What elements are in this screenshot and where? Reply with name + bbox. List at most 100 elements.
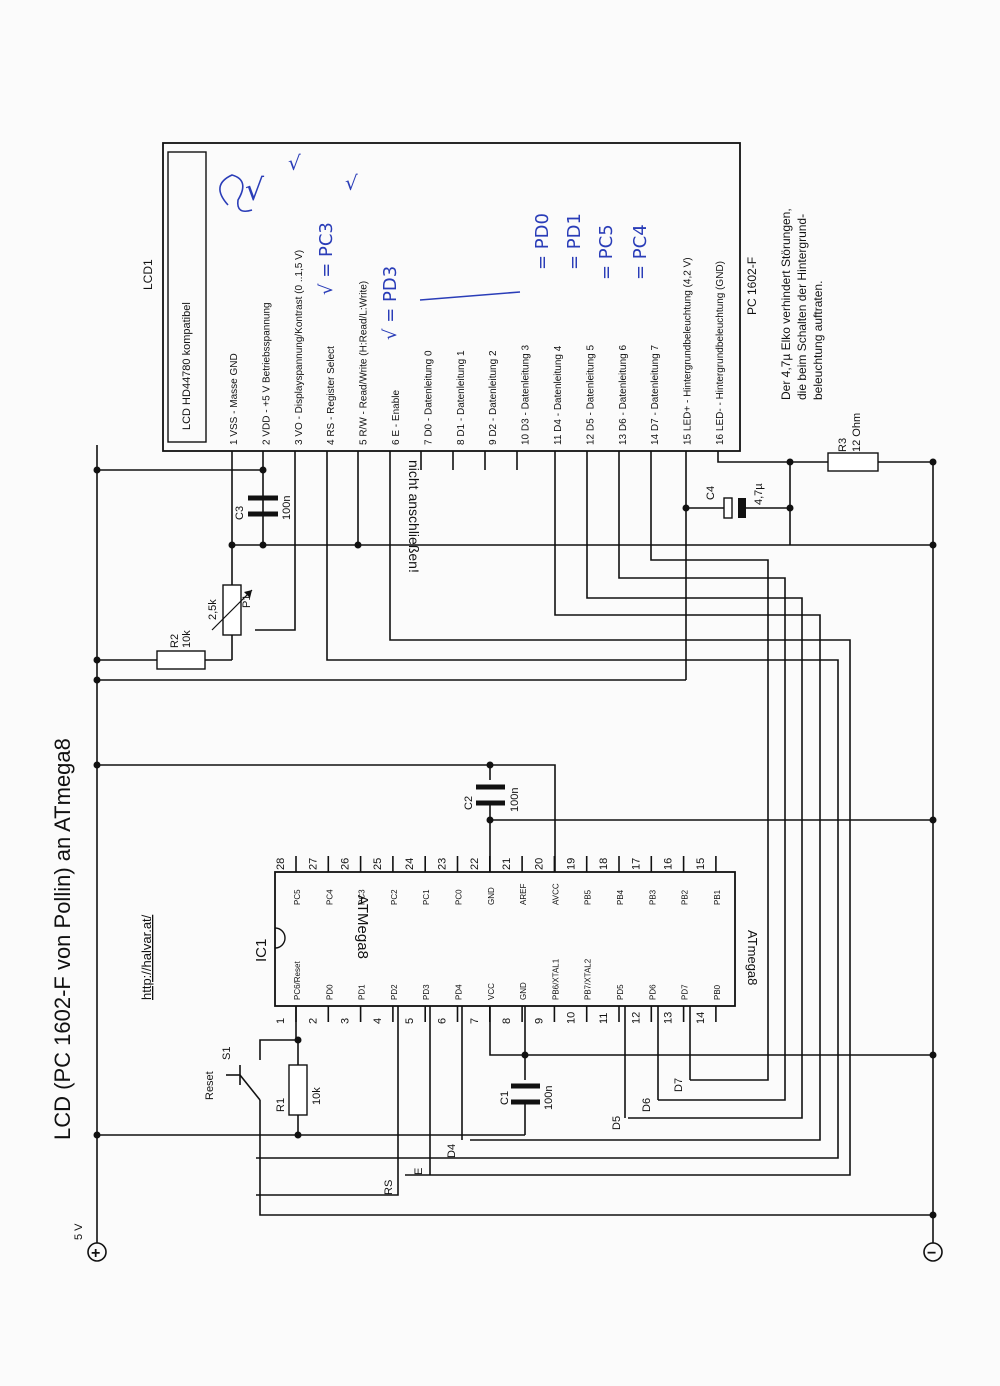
ic1-pin-number: 4 — [372, 1018, 384, 1024]
c1-value: 100n — [543, 1086, 555, 1110]
plus-terminal: + — [87, 1242, 107, 1262]
lcd1-compat: LCD HD44780 kompatibel — [181, 302, 193, 430]
url-link[interactable]: http://halvar.at/ — [139, 914, 154, 1000]
lcd1-pin-label: 9 D2 - Datenleitung 2 — [488, 350, 499, 445]
note-line-1: Der 4,7µ Elko verhindert Störungen, — [779, 208, 793, 400]
c2-value: 100n — [509, 788, 521, 812]
net-d6: D6 — [641, 1098, 653, 1112]
ic1-pin-name: PD7 — [681, 984, 690, 1000]
ic1-pin-number: 22 — [469, 858, 481, 870]
lcd1-pin-label: 15 LED+ - Hintergrundbeleuchtung (4,2 V) — [683, 257, 694, 445]
hw-d6: = PC5 — [596, 224, 617, 280]
net-e: E — [413, 1168, 425, 1175]
ic1-pin-name: PB2 — [681, 889, 690, 905]
r3-resistor — [790, 452, 933, 472]
ic1-pin-number: 24 — [404, 858, 416, 870]
ic1-pin-number: 2 — [307, 1018, 319, 1024]
hw-d7: = PC4 — [630, 224, 651, 280]
c3-ref: C3 — [234, 506, 246, 520]
handwritten-notes: √ √ √ = PC3 √ √ = PD3 = PD0 = PD1 = PC5 … — [219, 151, 651, 340]
r1-ref: R1 — [275, 1098, 287, 1112]
ic1-pin-number: 5 — [404, 1018, 416, 1024]
lcd1-pin-label: 6 E - Enable — [391, 390, 402, 445]
lcd1-pin-label: 14 D7 - Datenleitung 7 — [650, 344, 661, 445]
note-line-3: beleuchtung auftraten. — [811, 281, 825, 400]
ic1-pin-name: PC2 — [390, 889, 399, 905]
net-d4: D4 — [446, 1144, 458, 1158]
ic1-pin-number: 16 — [663, 858, 675, 870]
d5-wire — [586, 451, 803, 1119]
ic1-pin-number: 1 — [275, 1018, 287, 1024]
ic1-pin-number: 10 — [566, 1012, 578, 1024]
r1-resistor — [288, 1064, 308, 1116]
ic1-pin-name: VCC — [487, 983, 496, 1000]
ic1-pin-number: 27 — [307, 858, 319, 870]
ic1-name: ATMega8 — [354, 895, 371, 959]
c3-capacitor — [248, 495, 278, 517]
r3-ref: R3 — [837, 438, 849, 452]
ic1-pin-name: PB6/XTAL1 — [551, 958, 560, 1000]
lcd1-module — [162, 142, 741, 452]
net-d5: D5 — [611, 1116, 623, 1130]
s1-reset-switch[interactable] — [226, 1039, 933, 1216]
c4-value: 4,7µ — [753, 483, 765, 505]
lcd1-pin-label: 11 D4 - Datenleitung 4 — [553, 345, 564, 445]
ic1-part: ATmega8 — [745, 930, 760, 985]
ic1-pin-name: GND — [487, 887, 496, 905]
s1-ref: S1 — [221, 1047, 233, 1060]
c2-capacitor — [476, 784, 505, 806]
ic1-pin-name: PD5 — [616, 984, 625, 1000]
ic1-pin-name: PC6/Reset — [293, 961, 302, 1000]
net-d7: D7 — [673, 1078, 685, 1092]
lcd1-pin-label: 12 D5 - Datenleitung 5 — [585, 344, 596, 445]
lcd1-pin-label: 10 D3 - Datenleitung 3 — [521, 344, 532, 445]
junction-dots — [93, 458, 937, 1219]
ic1-pin-number: 19 — [566, 858, 578, 870]
ic1-pin-number: 26 — [340, 858, 352, 870]
e-wire — [389, 451, 851, 1176]
ic1-pin-number: 18 — [598, 858, 610, 870]
lcd1-pin-label: 13 D6 - Datenleitung 6 — [618, 344, 629, 445]
ic1-right-pins: 28PC527PC426PC325PC224PC123PC022GND21ARE… — [275, 856, 722, 905]
ic1-pin-number: 3 — [340, 1018, 352, 1024]
ic1-pin-number: 14 — [695, 1012, 707, 1024]
r2-value: 10k — [181, 630, 193, 648]
ic1-pin-name: PB3 — [648, 889, 657, 905]
ic1-pin-number: 7 — [469, 1018, 481, 1024]
ic1-pin-number: 6 — [437, 1018, 449, 1024]
ic1-pin-name: GND — [519, 982, 528, 1000]
r3-value: 12 Ohm — [851, 413, 863, 452]
ic1-pin-number: 17 — [630, 858, 642, 870]
ic1-pin-number: 9 — [533, 1018, 545, 1024]
ic1-pin-number: 20 — [533, 858, 545, 870]
ic1-pin-name: AREF — [519, 884, 528, 905]
lcd1-pin-label: 7 D0 - Datenleitung 0 — [423, 350, 434, 445]
lcd1-pin-label: 2 VDD - +5 V Betriebsspannung — [261, 302, 272, 445]
ic1-pin-number: 21 — [501, 858, 513, 870]
hw-d4: = PD0 — [532, 213, 553, 270]
ic1-pin-number: 25 — [372, 858, 384, 870]
title: LCD (PC 1602-F von Pollin) an ATmega8 — [50, 738, 75, 1140]
d4-wire — [470, 451, 821, 1141]
r2-ref: R2 — [169, 634, 181, 648]
hw-vo-check: √ — [288, 151, 301, 175]
ic1-pin-name: PD4 — [455, 984, 464, 1000]
c4-ref: C4 — [705, 486, 717, 500]
p1-value: 2,5k — [207, 599, 219, 620]
hw-rs: √ = PC3 — [316, 222, 337, 295]
lcd1-pin-label: 3 VO - Displayspannung/Kontrast (0 ..1,5… — [294, 250, 305, 445]
ic1-pin-name: PB7/XTAL2 — [584, 958, 593, 1000]
ic1-pin-name: PC0 — [455, 889, 464, 905]
ic1-pin-name: PC5 — [293, 889, 302, 905]
ic1-pin-name: PC4 — [325, 889, 334, 905]
r1-value: 10k — [311, 1087, 323, 1105]
d6-wire — [618, 451, 786, 1101]
ic1-pin-number: 15 — [695, 858, 707, 870]
ic1-ref: IC1 — [253, 939, 270, 962]
note-line-2: die beim Schalten der Hintergrund- — [795, 214, 809, 400]
ic1-pin-name: PB4 — [616, 889, 625, 905]
c2-ref: C2 — [463, 796, 475, 810]
r2-resistor — [97, 650, 232, 670]
c1-ref: C1 — [499, 1091, 511, 1105]
